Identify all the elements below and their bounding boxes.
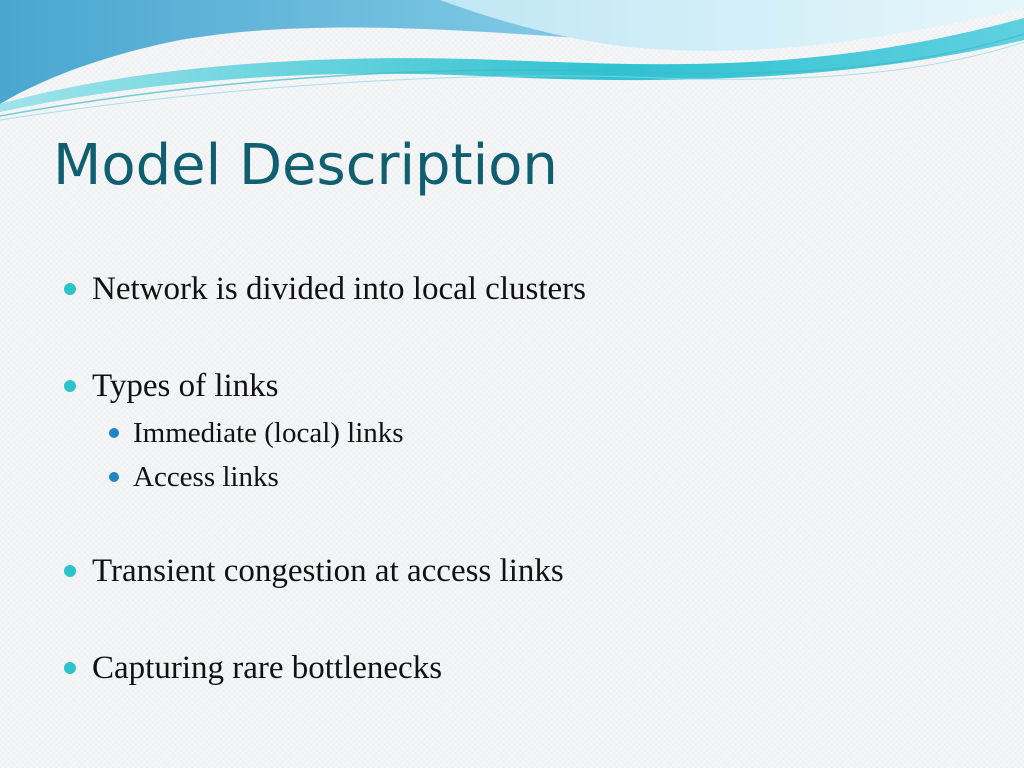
bullet-item: Capturing rare bottlenecks	[63, 650, 443, 686]
bullet-item: Network is divided into local clusters	[64, 271, 586, 307]
header-wave-decoration	[0, 0, 1024, 121]
slide-title: Model Description	[53, 133, 558, 198]
bullet-item: Types of links	[64, 368, 279, 404]
bullet-item: Transient congestion at access links	[64, 553, 564, 589]
sub-bullet-item: Access links	[109, 461, 279, 493]
sub-bullet-item: Immediate (local) links	[109, 417, 404, 449]
